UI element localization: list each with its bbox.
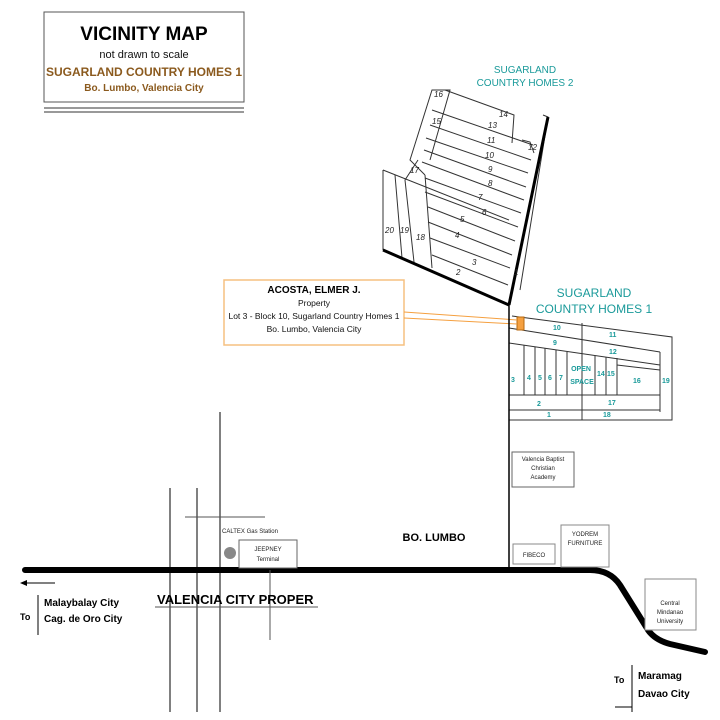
lot-label: 11 xyxy=(487,136,495,145)
lot-label: 9 xyxy=(488,165,493,174)
lot-label: 2 xyxy=(537,401,541,408)
lot-label: 4 xyxy=(455,231,460,240)
university-label: University xyxy=(657,619,683,625)
school-label: Academy xyxy=(530,475,555,481)
open-space-label: OPEN xyxy=(571,366,591,373)
property-marker xyxy=(516,316,525,331)
lot-label: 4 xyxy=(527,375,531,382)
gas-station-icon xyxy=(224,547,236,559)
jeepney-terminal-label: JEEPNEY xyxy=(254,547,281,553)
university-label: Central xyxy=(660,601,679,607)
west-destination: Cag. de Oro City xyxy=(44,614,123,625)
phase2-name: SUGARLAND xyxy=(494,65,556,76)
lot-label: 7 xyxy=(559,375,563,382)
lot-label: 2 xyxy=(455,268,461,277)
lot-label: 19 xyxy=(400,226,409,235)
phase2-name: COUNTRY HOMES 2 xyxy=(477,78,574,89)
lot-label: 6 xyxy=(548,375,552,382)
property-lot: Lot 3 - Block 10, Sugarland Country Home… xyxy=(228,311,399,321)
gas-station-label: CALTEX Gas Station xyxy=(222,529,278,535)
lot-label: 18 xyxy=(603,412,611,419)
title-box: VICINITY MAP not drawn to scale SUGARLAN… xyxy=(43,11,245,113)
lot-label: 7 xyxy=(478,193,483,202)
east-destination: Maramag xyxy=(638,671,682,682)
project-name: SUGARLAND COUNTRY HOMES 1 xyxy=(46,65,242,79)
lot-label: 11 xyxy=(609,332,617,339)
lot-label: 15 xyxy=(607,371,615,378)
lot-label: 15 xyxy=(432,117,441,126)
school-label: Christian xyxy=(531,466,555,472)
lot-label: 20 xyxy=(384,226,394,235)
university-label: Mindanao xyxy=(657,610,684,616)
phase1-name: COUNTRY HOMES 1 xyxy=(536,302,653,316)
map-title: VICINITY MAP xyxy=(80,24,208,45)
roads xyxy=(22,305,708,712)
property-callout: ACOSTA, ELMER J. Property Lot 3 - Block … xyxy=(223,279,518,346)
national-highway xyxy=(22,567,708,655)
jeepney-terminal-label: Terminal xyxy=(257,557,280,563)
lot-label: 17 xyxy=(608,400,616,407)
lot-label: 1 xyxy=(514,268,518,277)
city-proper-label: VALENCIA CITY PROPER xyxy=(157,592,314,607)
landmarks: Valencia Baptist Christian Academy CALTE… xyxy=(157,451,697,631)
school-label: Valencia Baptist xyxy=(522,457,565,463)
phase1-name: SUGARLAND xyxy=(557,286,632,300)
sugarland-phase-2: SUGARLAND COUNTRY HOMES 2 1 2 3 4 5 6 7 … xyxy=(382,65,574,307)
lot-label: 5 xyxy=(538,375,542,382)
east-destination: Davao City xyxy=(638,689,690,700)
property-location: Bo. Lumbo, Valencia City xyxy=(267,324,363,334)
lot-label: 16 xyxy=(633,378,641,385)
lot-label: 17 xyxy=(410,166,419,175)
lot-label: 13 xyxy=(488,121,497,130)
lot-label: 14 xyxy=(597,371,605,378)
lot-label: 8 xyxy=(488,179,493,188)
property-label: Property xyxy=(298,298,331,308)
sugarland-phase-1: SUGARLAND COUNTRY HOMES 1 10 11 9 12 3 4… xyxy=(508,286,673,421)
direction-to: To xyxy=(20,612,31,622)
lot-label: 3 xyxy=(511,377,515,384)
lot-label: 14 xyxy=(499,110,508,119)
lot-label: 9 xyxy=(553,340,557,347)
lot-label: 3 xyxy=(472,258,477,267)
lot-label: 5 xyxy=(460,215,465,224)
open-space-label: SPACE xyxy=(570,379,594,386)
directions: To Malaybalay City Cag. de Oro City To M… xyxy=(20,580,690,712)
furniture-label: FURNITURE xyxy=(568,541,603,547)
lot-label: 12 xyxy=(609,349,617,356)
map-subtitle: not drawn to scale xyxy=(99,49,188,61)
lot-label: 10 xyxy=(485,151,494,160)
lot-label: 6 xyxy=(482,208,487,217)
lot-label: 10 xyxy=(553,325,561,332)
west-destination: Malaybalay City xyxy=(44,598,119,609)
owner-name: ACOSTA, ELMER J. xyxy=(267,285,360,296)
lot-label: 18 xyxy=(416,233,425,242)
barangay-label: BO. LUMBO xyxy=(403,532,466,544)
project-location: Bo. Lumbo, Valencia City xyxy=(84,83,204,94)
lot-label: 19 xyxy=(662,378,670,385)
lot-label: 16 xyxy=(434,90,443,99)
lot-label: 1 xyxy=(547,412,551,419)
direction-to: To xyxy=(614,675,625,685)
fibeco-label: FIBECO xyxy=(523,553,546,559)
furniture-label: YODREM xyxy=(572,532,598,538)
lot-label: 12 xyxy=(528,143,537,152)
arrow-left-icon xyxy=(20,580,27,586)
